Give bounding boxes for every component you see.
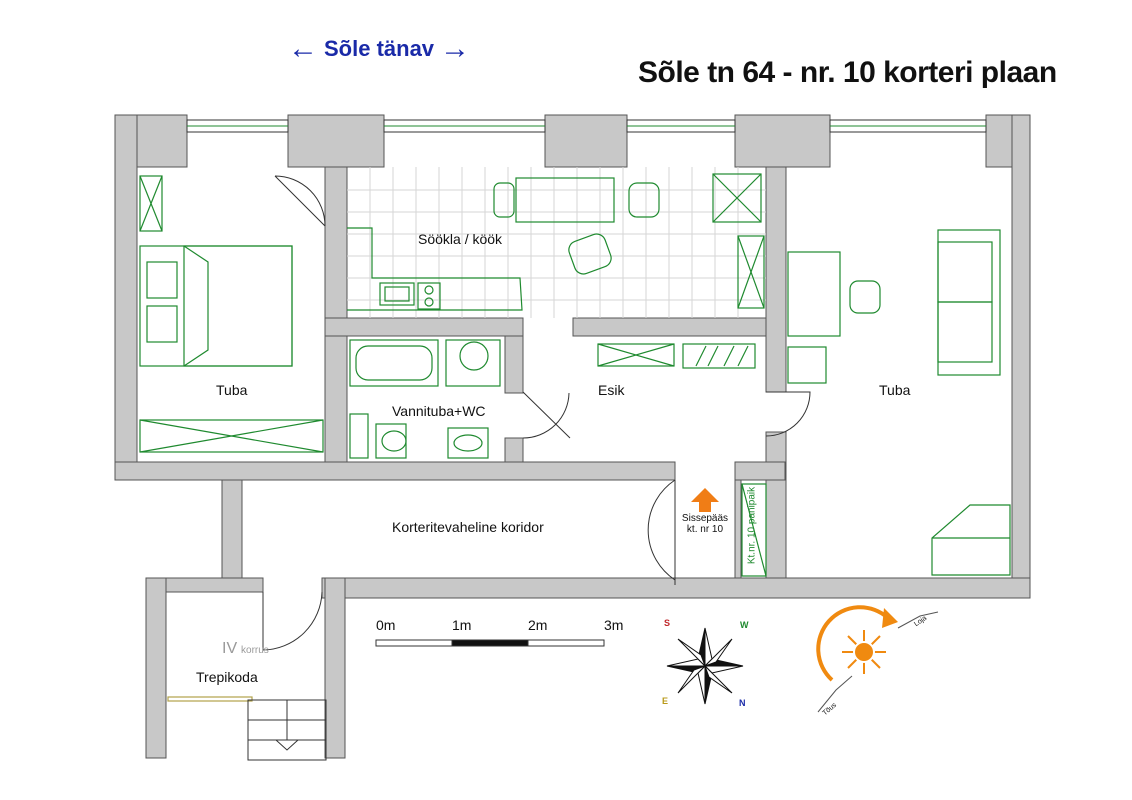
- cabinet-bath: [349, 413, 369, 459]
- armchair: [931, 504, 1011, 576]
- label-room-left: Tuba: [216, 382, 248, 398]
- wall-right-room-west-2: [765, 431, 787, 581]
- dining-table: [515, 177, 615, 223]
- stair-landing: [167, 696, 253, 702]
- floor-number: IV: [222, 640, 238, 657]
- wall-top-pier-3: [734, 114, 831, 168]
- door-right-room: [765, 391, 811, 437]
- scale-label-2: 2m: [528, 617, 548, 633]
- label-storage: Kt.nr. 10 panipaik: [746, 486, 758, 565]
- doors: [262, 175, 811, 651]
- street-name: Sõle tänav: [324, 36, 435, 61]
- floor-word: korrus: [241, 645, 269, 656]
- arrow-left-icon: ←: [288, 32, 318, 65]
- hall-shelf-1: [597, 343, 675, 367]
- furniture: [139, 173, 1011, 702]
- wall-apartment-bottom: [114, 461, 676, 481]
- compass-label-s: S: [664, 618, 671, 628]
- label-hall: Esik: [598, 382, 625, 398]
- wall-bath-hall-2: [504, 437, 524, 463]
- compass-label-e: E: [662, 696, 669, 706]
- entrance-arrow-icon: [691, 488, 719, 512]
- wall-top-pier-2: [544, 114, 628, 168]
- label-bathroom: Vannituba+WC: [392, 403, 486, 419]
- basin: [447, 427, 489, 459]
- sink: [379, 282, 415, 306]
- cabinet-tall: [712, 173, 762, 223]
- wardrobe-bottom: [139, 419, 324, 453]
- counter: [347, 227, 523, 311]
- compass-label-w: W: [740, 620, 749, 630]
- wall-right: [1011, 114, 1031, 599]
- wall-kitchen-bath: [324, 317, 524, 337]
- wall-apartment-bottom-2: [734, 461, 786, 481]
- label-floor: IV korrus: [222, 640, 269, 658]
- plan-title: Sõle tn 64 - nr. 10 korteri plaan: [638, 56, 1057, 89]
- stove: [417, 282, 441, 310]
- kitchen-tiles: [347, 167, 766, 318]
- bathtub: [349, 339, 439, 387]
- nightstand-2: [146, 305, 178, 343]
- wall-right-room-west: [765, 166, 787, 393]
- label-room-right: Tuba: [879, 382, 911, 398]
- chair-3: [568, 233, 612, 275]
- wall-corridor-west: [221, 479, 243, 581]
- wall-stair-east: [324, 577, 346, 759]
- toilet: [375, 423, 407, 459]
- scale-label-1: 1m: [452, 617, 472, 633]
- label-corridor: Korteritevaheline koridor: [392, 519, 544, 535]
- stairs: [247, 699, 327, 761]
- sun-path-icon: [816, 605, 939, 713]
- scale-label-3: 3m: [604, 617, 624, 633]
- wardrobe-left: [139, 175, 163, 232]
- entrance-line-1: Sissepääs: [681, 513, 729, 524]
- walls: [114, 114, 1031, 759]
- windows: [186, 119, 987, 133]
- chair-1: [493, 182, 515, 218]
- wall-kitchen-hall: [572, 317, 767, 337]
- desk-chair: [849, 280, 881, 314]
- arrow-right-icon: →: [440, 32, 471, 65]
- label-dining-kitchen: Söökla / köök: [418, 231, 503, 247]
- wall-bath-hall: [504, 335, 524, 394]
- storage-box: [741, 483, 767, 577]
- entrance-line-2: kt. nr 10: [686, 524, 724, 535]
- street-label: ← Sõle tänav →: [288, 34, 470, 64]
- compass-label-n: N: [739, 698, 746, 708]
- door-left-room: [274, 175, 326, 227]
- compass-icon: [666, 627, 744, 705]
- door-entrance: [647, 479, 676, 585]
- wall-storage-west: [734, 479, 742, 581]
- label-stairwell: Trepikoda: [196, 669, 258, 685]
- shelf-right: [787, 346, 827, 384]
- scale-label-0: 0m: [376, 617, 396, 633]
- hall-shelf-2: [682, 343, 756, 369]
- wall-top-pier-1: [287, 114, 385, 168]
- door-bath: [522, 391, 571, 439]
- wall-stair-west: [145, 577, 167, 759]
- nightstand-1: [146, 261, 178, 299]
- desk: [787, 251, 841, 337]
- label-entrance: Sissepääs kt. nr 10: [679, 513, 731, 535]
- wall-left: [114, 114, 138, 481]
- cabinet-side: [737, 235, 765, 309]
- chair-2: [628, 182, 660, 218]
- scale-bar: [375, 639, 605, 647]
- wall-corridor-bottom: [321, 577, 1031, 599]
- washer: [445, 339, 501, 387]
- door-stairwell: [262, 591, 323, 651]
